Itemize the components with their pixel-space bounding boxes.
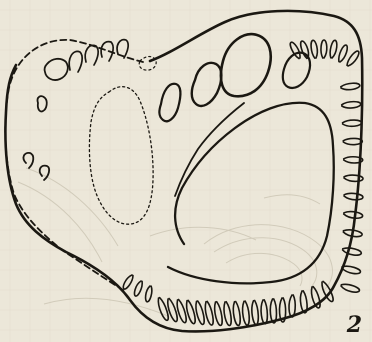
- panel-label: 2: [347, 314, 362, 336]
